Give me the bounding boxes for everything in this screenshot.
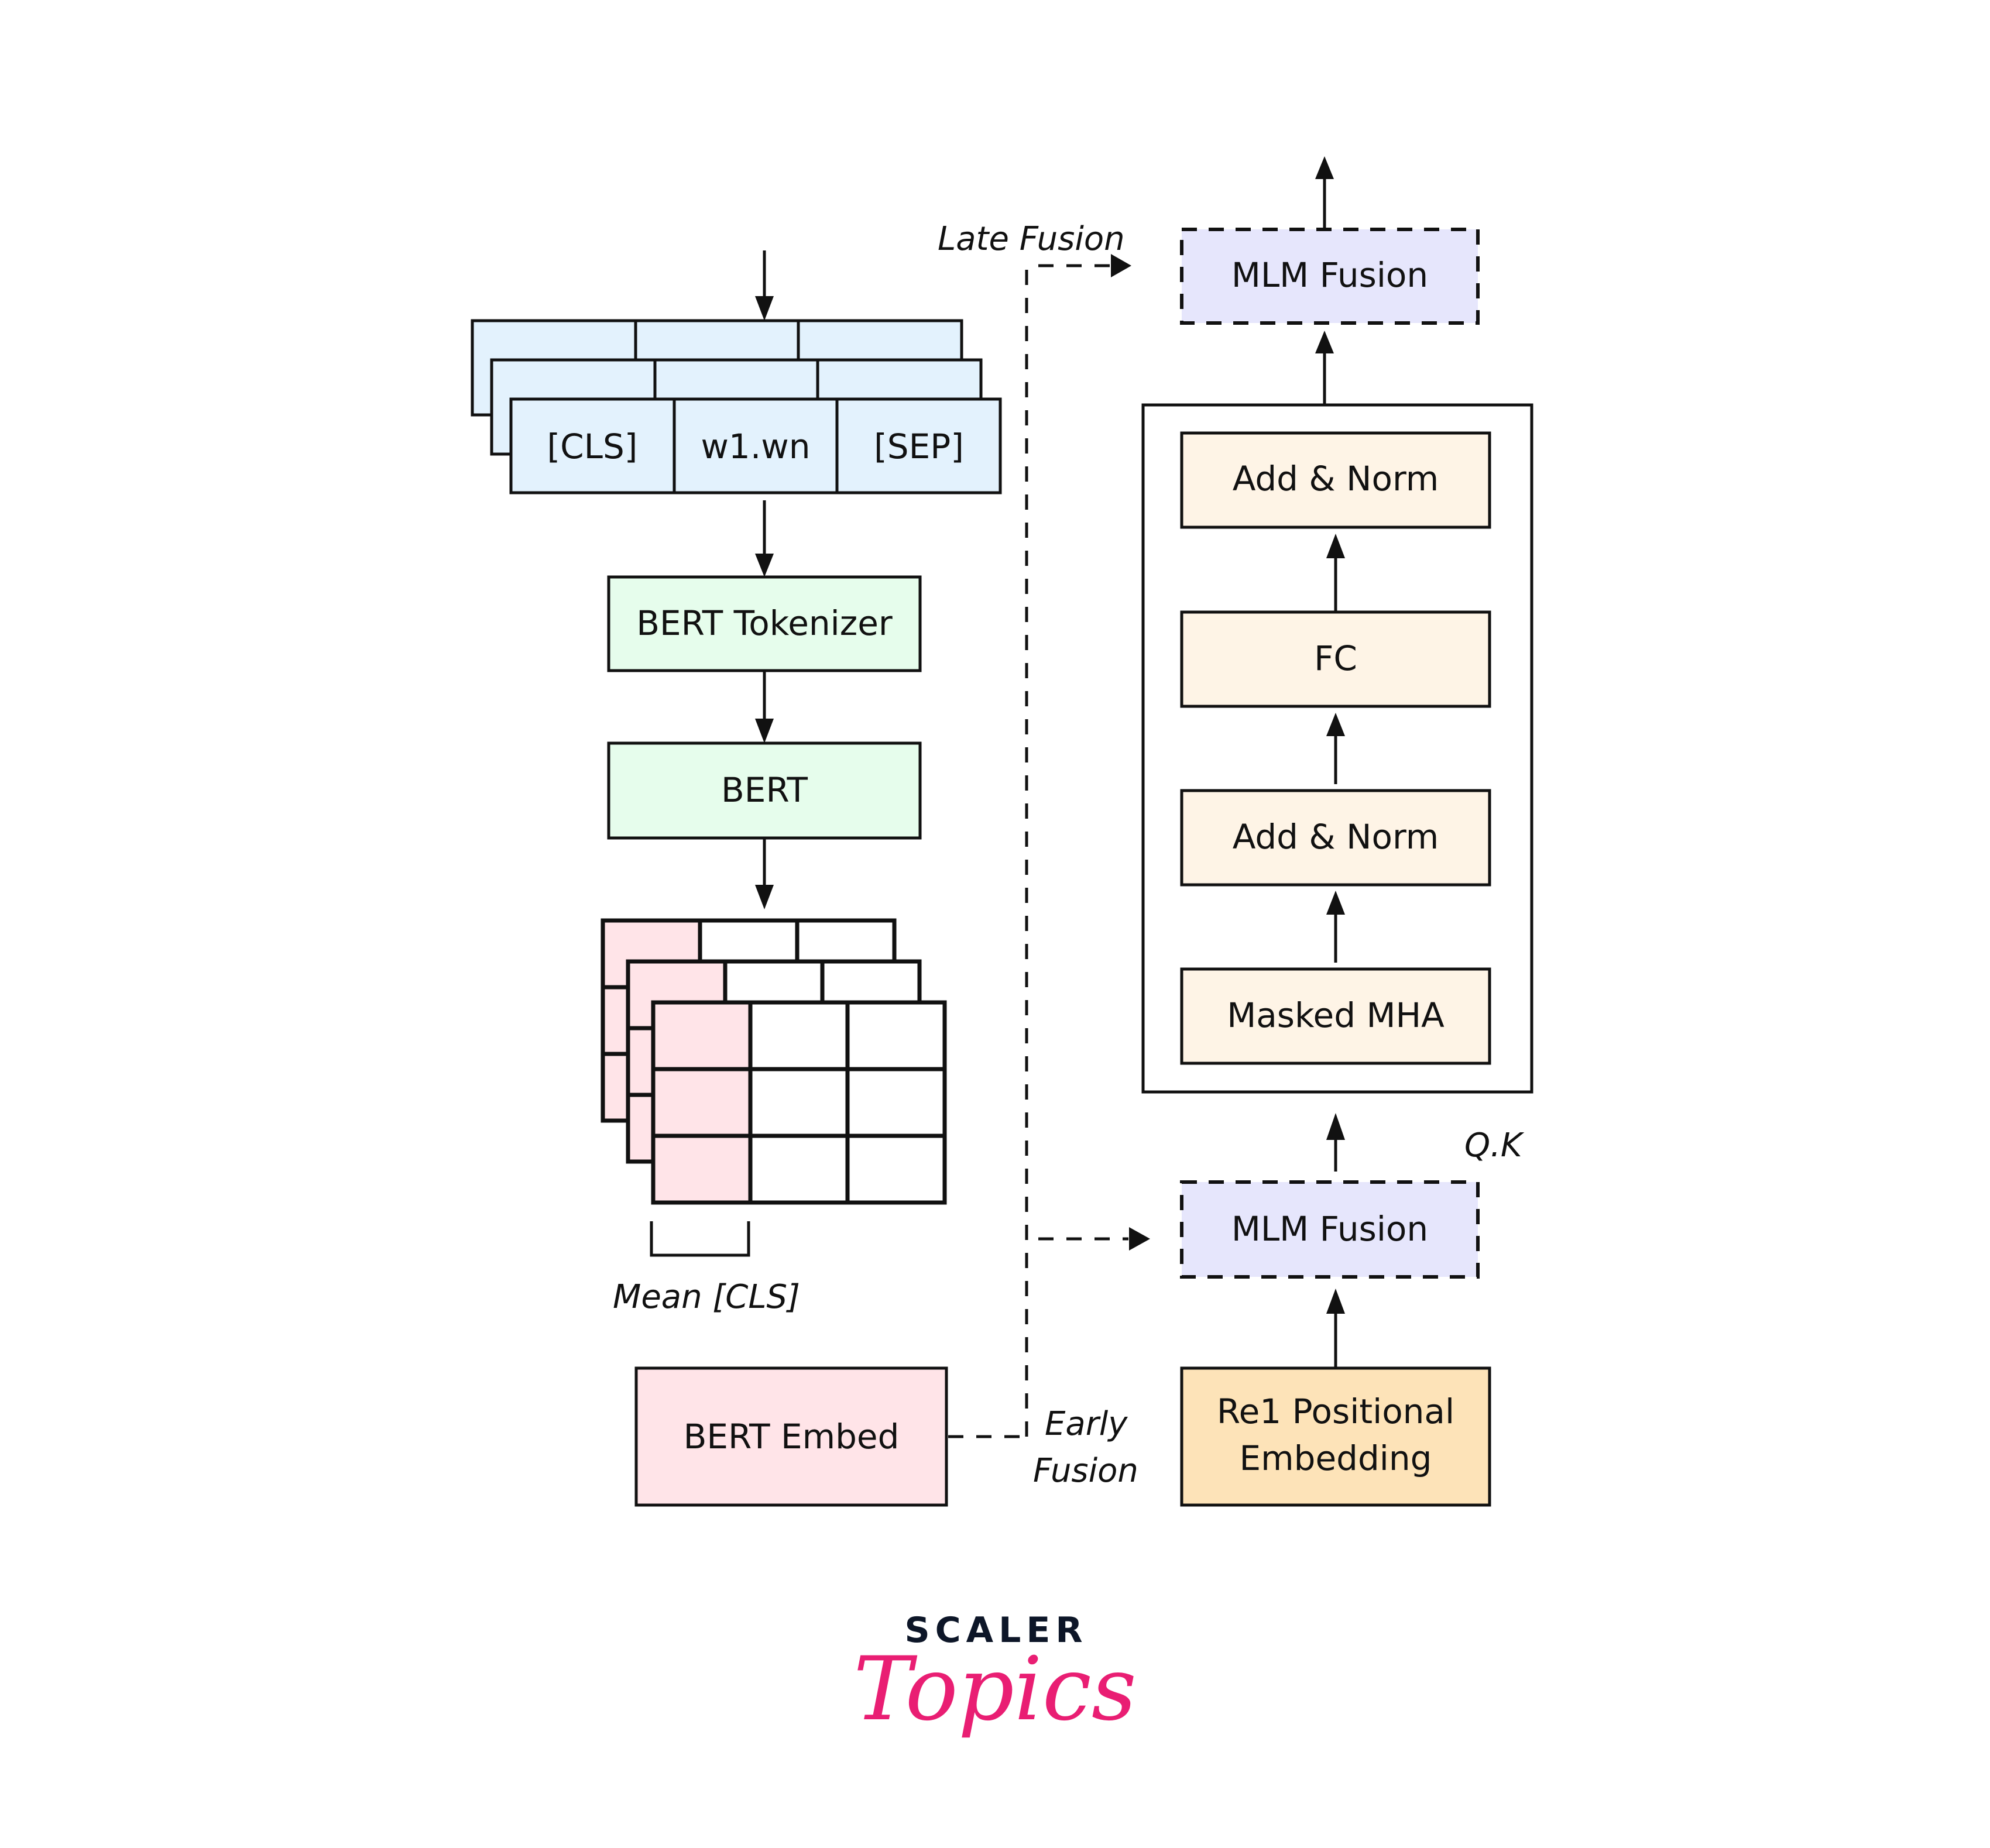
- mlm-fusion-bottom-label: MLM Fusion: [1231, 1209, 1428, 1249]
- token-layer-front: [CLS] w1.wn [SEP]: [509, 397, 1002, 494]
- add-norm-bottom-label: Add & Norm: [1233, 817, 1439, 857]
- masked-mha-block: Masked MHA: [1180, 967, 1491, 1065]
- arrow-decoder-to-mlm-top: [1315, 331, 1334, 404]
- arrow-mlm-bottom-to-decoder: [1326, 1113, 1345, 1172]
- mean-cls-label: Mean [CLS]: [613, 1278, 800, 1316]
- early-fusion-arrowhead: [1129, 1227, 1150, 1251]
- arrow-output: [1315, 156, 1334, 229]
- cls-embedding-cell: [651, 1000, 753, 1071]
- embedding-cell: [845, 1133, 947, 1205]
- bert-embed-box: [634, 1366, 948, 1507]
- positional-embedding-block: Re1 Positional Embedding: [1180, 1366, 1491, 1507]
- arrow-mha-to-add-norm: [1326, 891, 1345, 963]
- early-fusion-label-line1: Early: [1045, 1405, 1128, 1443]
- token-layer-front-box: [509, 397, 1002, 494]
- add-norm-bottom-box: [1180, 789, 1491, 887]
- fc-block: FC: [1180, 610, 1491, 708]
- bert-embed-block: BERT Embed: [634, 1366, 948, 1507]
- mlm-fusion-top-label: MLM Fusion: [1231, 255, 1428, 295]
- bert-embed-label: BERT Embed: [684, 1417, 900, 1457]
- cls-embedding-cell: [651, 1067, 753, 1138]
- embedding-grid-layer: [651, 1000, 947, 1205]
- arrow-positional-to-mlm: [1326, 1289, 1345, 1368]
- embedding-cell: [748, 1133, 850, 1205]
- fc-label: FC: [1314, 638, 1357, 678]
- bert-block: BERT: [607, 741, 922, 840]
- masked-mha-label: Masked MHA: [1227, 995, 1445, 1035]
- arrow-bert-to-grid: [755, 838, 774, 909]
- arrow-tokens-to-tokenizer: [755, 500, 774, 577]
- decoder-block-outline: [1141, 403, 1533, 1094]
- qk-label: Q.K: [1464, 1126, 1525, 1165]
- early-fusion-label-line2: Fusion: [1033, 1452, 1138, 1490]
- fc-box: [1180, 610, 1491, 708]
- logo-brand-text: SCALER: [904, 1610, 1087, 1651]
- late-fusion-arrowhead: [1111, 254, 1131, 277]
- bert-label: BERT: [721, 770, 808, 810]
- arrow-fc-to-add-norm: [1326, 534, 1345, 612]
- positional-embedding-box: [1180, 1366, 1491, 1507]
- mlm-fusion-top-box: [1180, 228, 1480, 325]
- masked-mha-box: [1180, 967, 1491, 1065]
- mlm-fusion-bottom-block: MLM Fusion: [1180, 1180, 1480, 1279]
- late-fusion-label: Late Fusion: [938, 220, 1125, 258]
- embedding-cell: [748, 1067, 850, 1138]
- bert-tokenizer-box: [607, 575, 922, 672]
- embedding-cell: [845, 1000, 947, 1071]
- token-words: w1.wn: [701, 427, 811, 466]
- add-norm-top-block: Add & Norm: [1180, 431, 1491, 529]
- positional-embedding-label-line1: Re1 Positional: [1217, 1392, 1454, 1431]
- arrow-tokenizer-to-bert: [755, 671, 774, 743]
- mlm-fusion-top-block: MLM Fusion: [1180, 228, 1480, 325]
- add-norm-bottom-block: Add & Norm: [1180, 789, 1491, 887]
- arrow-input: [755, 250, 774, 321]
- fusion-connector: [948, 254, 1150, 1438]
- embedding-cell: [748, 1000, 850, 1071]
- embedding-cell: [845, 1067, 947, 1138]
- token-cls: [CLS]: [547, 427, 638, 466]
- mlm-fusion-bottom-box: [1180, 1180, 1480, 1279]
- bert-tokenizer-block: BERT Tokenizer: [607, 575, 922, 672]
- positional-embedding-label-line2: Embedding: [1240, 1438, 1432, 1478]
- add-norm-top-box: [1180, 431, 1491, 529]
- cls-embedding-cell: [651, 1133, 753, 1205]
- embedding-grid-stack: [601, 918, 947, 1205]
- scaler-topics-logo: SCALER Topics: [853, 1610, 1137, 1740]
- token-sep: [SEP]: [874, 427, 964, 466]
- mean-cls-bracket: [650, 1221, 750, 1257]
- add-norm-top-label: Add & Norm: [1233, 459, 1439, 499]
- token-stack: [CLS] w1.wn [SEP]: [471, 319, 1002, 494]
- arrow-add-norm-to-fc: [1326, 713, 1345, 784]
- logo-sub-text: Topics: [853, 1639, 1137, 1740]
- bert-tokenizer-label: BERT Tokenizer: [636, 603, 893, 643]
